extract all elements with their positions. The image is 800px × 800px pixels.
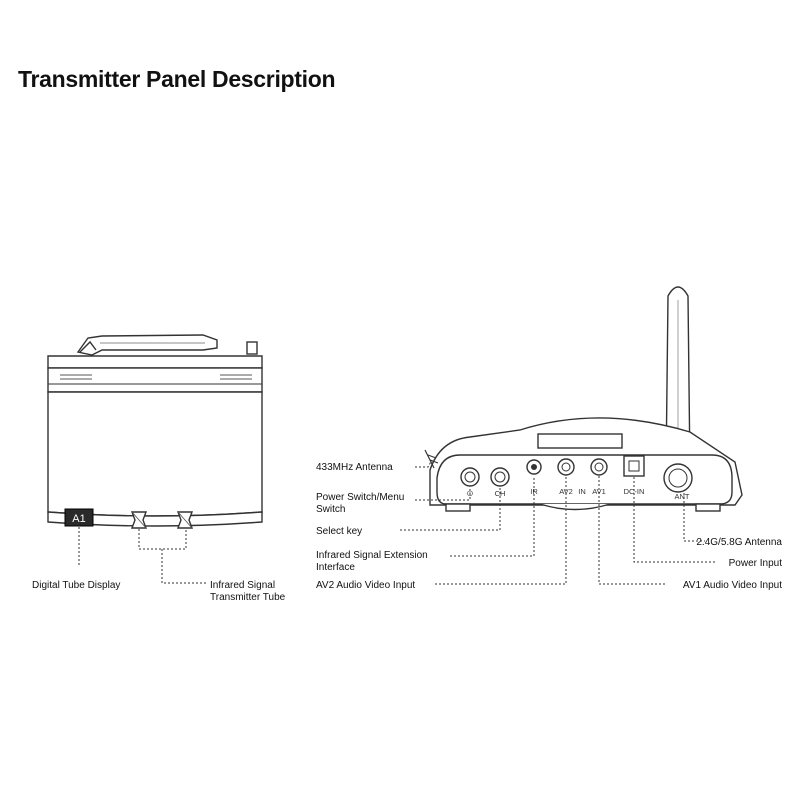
av2-port-label: AV2 — [559, 487, 573, 496]
dc-in-port-label: DC-IN — [624, 487, 645, 496]
label-power-input: Power Input — [729, 558, 783, 569]
digital-tube-display: A1 — [64, 508, 94, 527]
label-ir-extension-line2: Interface — [316, 562, 355, 573]
ir-port[interactable] — [526, 459, 542, 475]
infrared-tube-right-icon — [176, 511, 194, 529]
dc-in-port[interactable] — [623, 455, 645, 477]
leader-ir-ext — [450, 476, 535, 557]
label-digital-tube-display: Digital Tube Display — [32, 580, 120, 591]
leader-433 — [415, 459, 433, 468]
label-power-switch-line2: Switch — [316, 504, 345, 515]
front-view: A1 Digital Tube Display Infrared Signal … — [32, 334, 286, 603]
label-infrared-tube-line1: Infrared Signal — [210, 580, 275, 591]
ch-select-button[interactable] — [490, 467, 510, 487]
front-antenna-icon — [76, 334, 218, 356]
label-433mhz-antenna: 433MHz Antenna — [316, 462, 393, 473]
top-window — [537, 433, 623, 449]
leader-ir-tubes — [138, 529, 187, 550]
label-select-key: Select key — [316, 526, 362, 537]
in-port-label: IN — [578, 487, 586, 496]
back-view: ⏻ CH IR AV2 IN AV1 DC-IN — [316, 286, 783, 591]
label-infrared-tube-line2: Transmitter Tube — [210, 592, 286, 603]
label-antenna-24-58: 2.4G/5.8G Antenna — [696, 537, 782, 548]
power-menu-button[interactable] — [460, 467, 480, 487]
label-av2-input: AV2 Audio Video Input — [316, 580, 415, 591]
leader-power-input — [633, 477, 716, 563]
av1-port-label: AV1 — [592, 487, 606, 496]
leader-av1 — [598, 476, 666, 585]
infrared-tube-left-icon — [130, 511, 148, 529]
leader-select — [400, 487, 501, 531]
label-power-switch-line1: Power Switch/Menu — [316, 492, 404, 503]
page-title: Transmitter Panel Description — [18, 66, 336, 92]
av1-port[interactable] — [590, 458, 608, 476]
front-knob-icon — [246, 341, 258, 355]
ant-port-label: ANT — [675, 492, 690, 501]
leader-antenna-24 — [683, 493, 705, 542]
label-av1-input: AV1 Audio Video Input — [683, 580, 782, 591]
av2-port[interactable] — [557, 458, 575, 476]
power-port-label: ⏻ — [467, 489, 474, 498]
label-ir-extension-line1: Infrared Signal Extension — [316, 550, 428, 561]
display-text: A1 — [72, 513, 85, 525]
leader-ir-tubes-out — [161, 549, 206, 584]
ant-connector[interactable] — [663, 463, 693, 493]
